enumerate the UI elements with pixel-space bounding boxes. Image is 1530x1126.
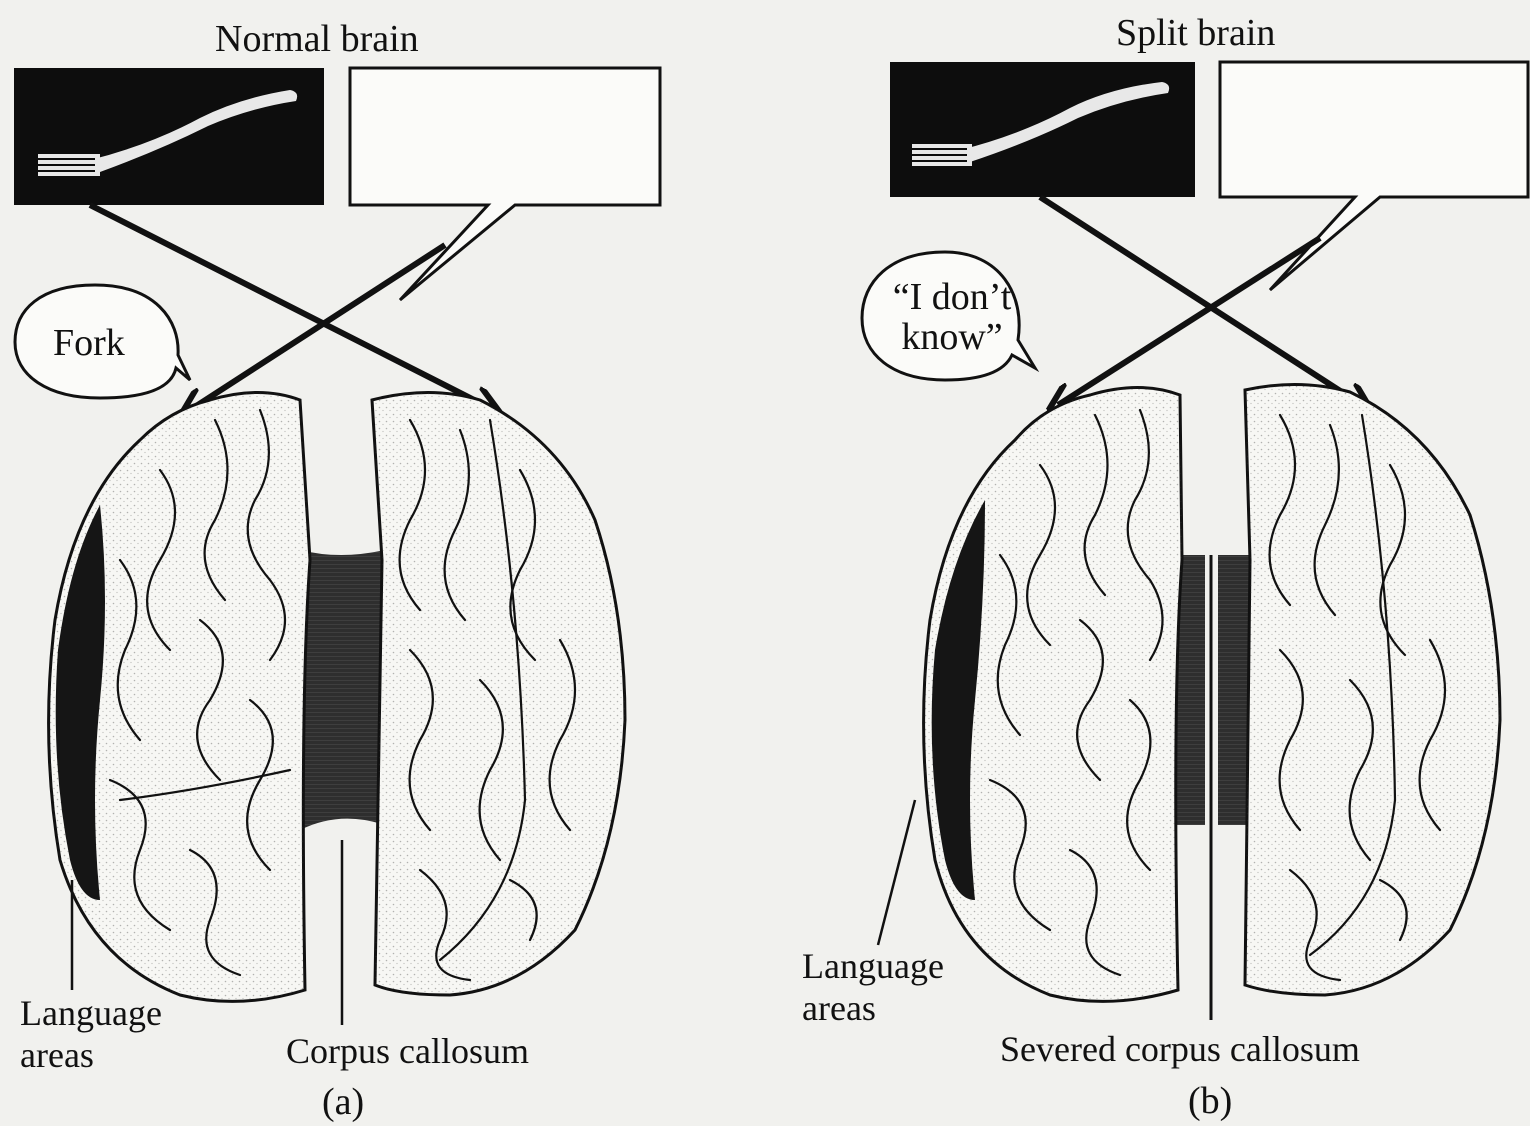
pathway-to-left-hemisphere (190, 245, 445, 410)
corpus-callosum (300, 550, 385, 830)
panel-b-title: Split brain (1116, 14, 1275, 52)
brain-illustration (49, 393, 625, 1002)
language-leader-line-b (878, 800, 915, 945)
language-areas-line-2: areas (20, 1034, 162, 1076)
panel-a-title: Normal brain (215, 20, 419, 58)
pathway-to-right-hemisphere-b (1040, 197, 1362, 405)
left-visual-field-box-b (890, 62, 1195, 197)
left-visual-field-box (14, 68, 324, 205)
language-areas-line-1: Language (20, 992, 162, 1034)
speech-text-fork: Fork (53, 324, 125, 364)
language-areas-label-a: Language areas (20, 992, 162, 1077)
language-areas-label-b: Language areas (802, 945, 944, 1030)
pathway-to-left-hemisphere-b (1058, 238, 1320, 405)
right-visual-field-box-b (1220, 62, 1528, 290)
language-areas-line-1: Language (802, 945, 944, 987)
right-visual-field-box (350, 68, 660, 300)
panel-label-b: (b) (1188, 1082, 1232, 1120)
speech-line-1: “I don’t (878, 278, 1026, 318)
speech-text-dont-know: “I don’t know” (878, 278, 1026, 358)
severed-corpus-callosum-label: Severed corpus callosum (1000, 1028, 1360, 1070)
panel-b (862, 62, 1528, 1020)
speech-line-2: know” (878, 318, 1026, 358)
panel-a (14, 68, 660, 1025)
panel-label-a: (a) (322, 1083, 364, 1121)
language-areas-line-2: areas (802, 987, 944, 1029)
corpus-callosum-label: Corpus callosum (286, 1030, 529, 1072)
